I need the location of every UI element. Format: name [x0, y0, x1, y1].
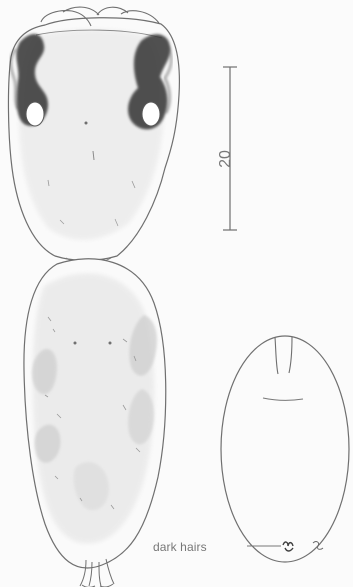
scale-bar-label: 20 [216, 145, 236, 173]
annotation-label-dark-hairs: dark hairs [153, 540, 207, 554]
main-figure [8, 7, 179, 587]
inset-outline [221, 336, 349, 562]
abdomen-dot-left [74, 342, 77, 345]
inset-figure [221, 336, 349, 562]
anterior-lobe-center-right [97, 7, 128, 15]
abdomen-dot-right [109, 342, 112, 345]
carapace-dot [85, 122, 88, 125]
eye-right [142, 102, 160, 126]
eye-left [26, 102, 44, 126]
